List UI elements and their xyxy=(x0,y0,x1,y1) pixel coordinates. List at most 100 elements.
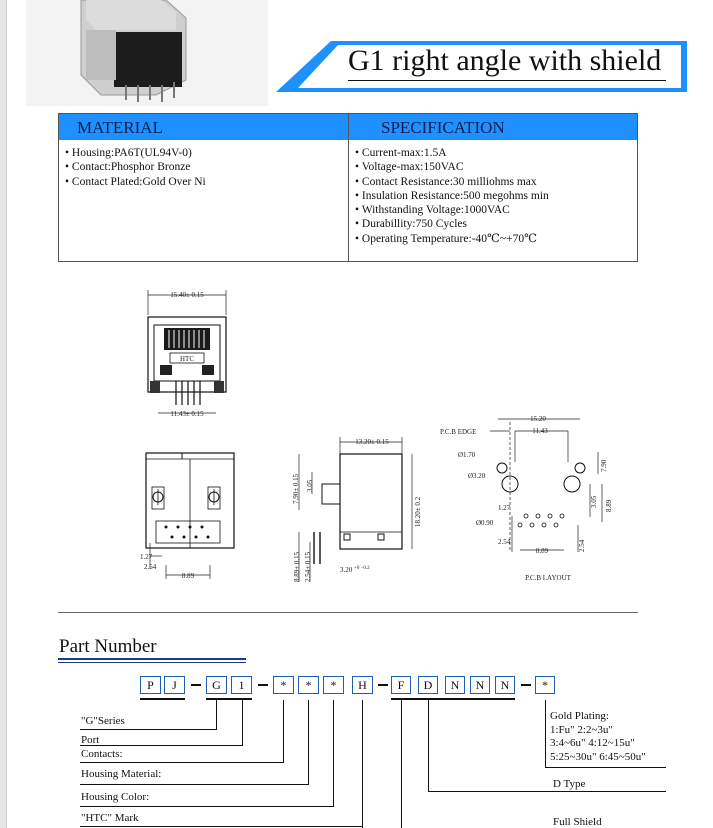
leader-line xyxy=(401,700,402,828)
leader-line xyxy=(362,700,363,828)
pcb-caption: P.C.B LAYOUT xyxy=(525,574,572,582)
code-box-J: J xyxy=(164,676,185,694)
leader-line xyxy=(80,762,284,763)
code-box-N1: N xyxy=(445,676,465,694)
leader-line xyxy=(333,700,334,806)
pcb-edge-label: P.C.B EDGE xyxy=(440,428,476,436)
part-number-rule-thin xyxy=(58,662,246,663)
leader-line xyxy=(80,806,334,807)
brand-mark: HTC xyxy=(180,355,194,363)
spec-item: Current-max:1.5A xyxy=(355,146,549,160)
pcb-width-dim: 15.20 xyxy=(530,415,546,423)
leader-line xyxy=(308,700,309,784)
code-box-P: P xyxy=(140,676,161,694)
leader-line xyxy=(216,700,217,729)
spec-item: Voltage-max:150VAC xyxy=(355,160,549,174)
side-h2-dim: 3.05 xyxy=(306,479,314,492)
leader-line xyxy=(242,700,243,745)
side-pin-dim: 8.89± 0.15 xyxy=(293,551,301,582)
pcb-layout-drawing: P.C.B EDGE 15.20 11.43 Ø1.70 Ø3.20 7.90 … xyxy=(440,415,613,582)
title-banner-shape xyxy=(276,41,687,92)
pcb-hole3-dim: Ø0.90 xyxy=(476,519,494,527)
side-h1-dim: 7.90± 0.15 xyxy=(292,473,300,504)
leader-line xyxy=(428,700,429,791)
leader-line xyxy=(80,784,309,785)
code-box-N3: N xyxy=(495,676,515,694)
code-box-1: 1 xyxy=(231,676,252,694)
specification-header: SPECIFICATION xyxy=(349,114,637,140)
bottom-row-dim: 2.54 xyxy=(144,563,157,571)
leader-line xyxy=(428,791,666,792)
pcb-pitch-dim: 1.27 xyxy=(498,504,511,512)
gold-plating-option: 1:Fu" 2:2~3u" xyxy=(550,723,613,736)
d-type-label: D Type xyxy=(553,778,586,790)
gold-plating-option: 3:4~6u" 4:12~15u" xyxy=(550,737,635,749)
code-box-gold-plating: * xyxy=(535,676,555,694)
code-box-housing-color: * xyxy=(323,676,344,694)
front-pin-span-dim: 11.43± 0.15 xyxy=(170,410,204,418)
side-depth-dim: 13.20± 0.15 xyxy=(355,438,389,446)
code-box-G: G xyxy=(206,676,227,694)
pcb-v4-dim: 2.54 xyxy=(578,539,586,552)
pcb-span-dim: 8.89 xyxy=(536,547,549,555)
side-pin2-dim: 2.54± 0.15 xyxy=(304,551,312,582)
leader-line xyxy=(545,767,666,768)
gold-plating-block: Gold Plating: 1:Fu" 2:2~3u" 3:4~6u" 4:12… xyxy=(550,710,646,764)
pcb-v2-dim: 3.05 xyxy=(590,495,598,508)
port-label: Port xyxy=(81,734,100,746)
page-left-edge xyxy=(0,0,7,828)
side-tail-tolerance: +0 −0.2 xyxy=(354,566,370,571)
pcb-hole1-dim: Ø1.70 xyxy=(458,451,476,459)
section-separator xyxy=(58,612,638,613)
connector-photo-graphic xyxy=(26,0,268,106)
spec-item: Contact Resistance:30 milliohms max xyxy=(355,175,549,189)
spec-item: Withstanding Voltage:1000VAC xyxy=(355,203,549,217)
pcb-row-dim: 2.54 xyxy=(498,538,511,546)
code-box-contacts: * xyxy=(273,676,294,694)
housing-color-label: Housing Color: xyxy=(81,791,150,803)
leader-line xyxy=(545,700,546,767)
code-box-F: F xyxy=(391,676,411,694)
bottom-span-dim: 8.89 xyxy=(182,572,195,580)
bottom-view-drawing: 1.27 2.54 8.89 xyxy=(140,452,235,580)
material-item: Contact:Phosphor Bronze xyxy=(65,160,206,174)
page-title: G1 right angle with shield xyxy=(348,44,662,77)
code-underline xyxy=(206,698,252,700)
leader-line xyxy=(80,745,243,746)
front-view-drawing: 15.40± 0.15 HTC 11.43± 0.15 xyxy=(147,290,227,418)
series-label: "G"Series xyxy=(81,715,125,727)
table-divider xyxy=(348,114,349,261)
side-height-dim: 18.20± 0.2 xyxy=(414,496,422,527)
side-tail-dim: 3.20 xyxy=(340,566,353,574)
specification-list: Current-max:1.5A Voltage-max:150VAC Cont… xyxy=(355,146,549,246)
pcb-v3-dim: 8.89 xyxy=(605,499,613,512)
code-box-D: D xyxy=(418,676,438,694)
code-dash xyxy=(191,684,201,686)
spec-table: MATERIAL SPECIFICATION Housing:PA6T(UL94… xyxy=(58,113,638,262)
front-width-dim: 15.40± 0.15 xyxy=(170,291,204,299)
code-dash xyxy=(521,684,531,686)
code-dash xyxy=(258,684,268,686)
code-underline xyxy=(391,698,515,700)
side-view-drawing: 13.20± 0.15 7.90± 0.15 3.05 18.20± 0.2 8… xyxy=(292,437,422,582)
product-photo xyxy=(26,0,268,106)
code-box-H: H xyxy=(352,676,373,694)
material-list: Housing:PA6T(UL94V-0) Contact:Phosphor B… xyxy=(65,146,206,189)
part-number-title: Part Number xyxy=(59,636,157,657)
leader-line xyxy=(80,826,363,827)
code-box-N2: N xyxy=(470,676,490,694)
part-number-rule xyxy=(58,658,246,660)
leader-line xyxy=(283,700,284,762)
gold-plating-title: Gold Plating: xyxy=(550,710,609,722)
contacts-label: Contacts: xyxy=(81,748,123,760)
gold-plating-option: 5:25~30u" 6:45~50u" xyxy=(550,750,646,763)
code-dash xyxy=(378,684,388,686)
pcb-hole2-dim: Ø3.20 xyxy=(468,472,486,480)
code-underline xyxy=(140,698,185,700)
pcb-width2-dim: 11.43 xyxy=(532,427,548,435)
spec-item: Operating Temperature:-40℃~+70℃ xyxy=(355,232,549,246)
bottom-pitch-dim: 1.27 xyxy=(140,553,153,561)
leader-line xyxy=(80,729,217,730)
material-item: Housing:PA6T(UL94V-0) xyxy=(65,146,206,160)
htc-mark-label: "HTC" Mark xyxy=(81,812,139,824)
